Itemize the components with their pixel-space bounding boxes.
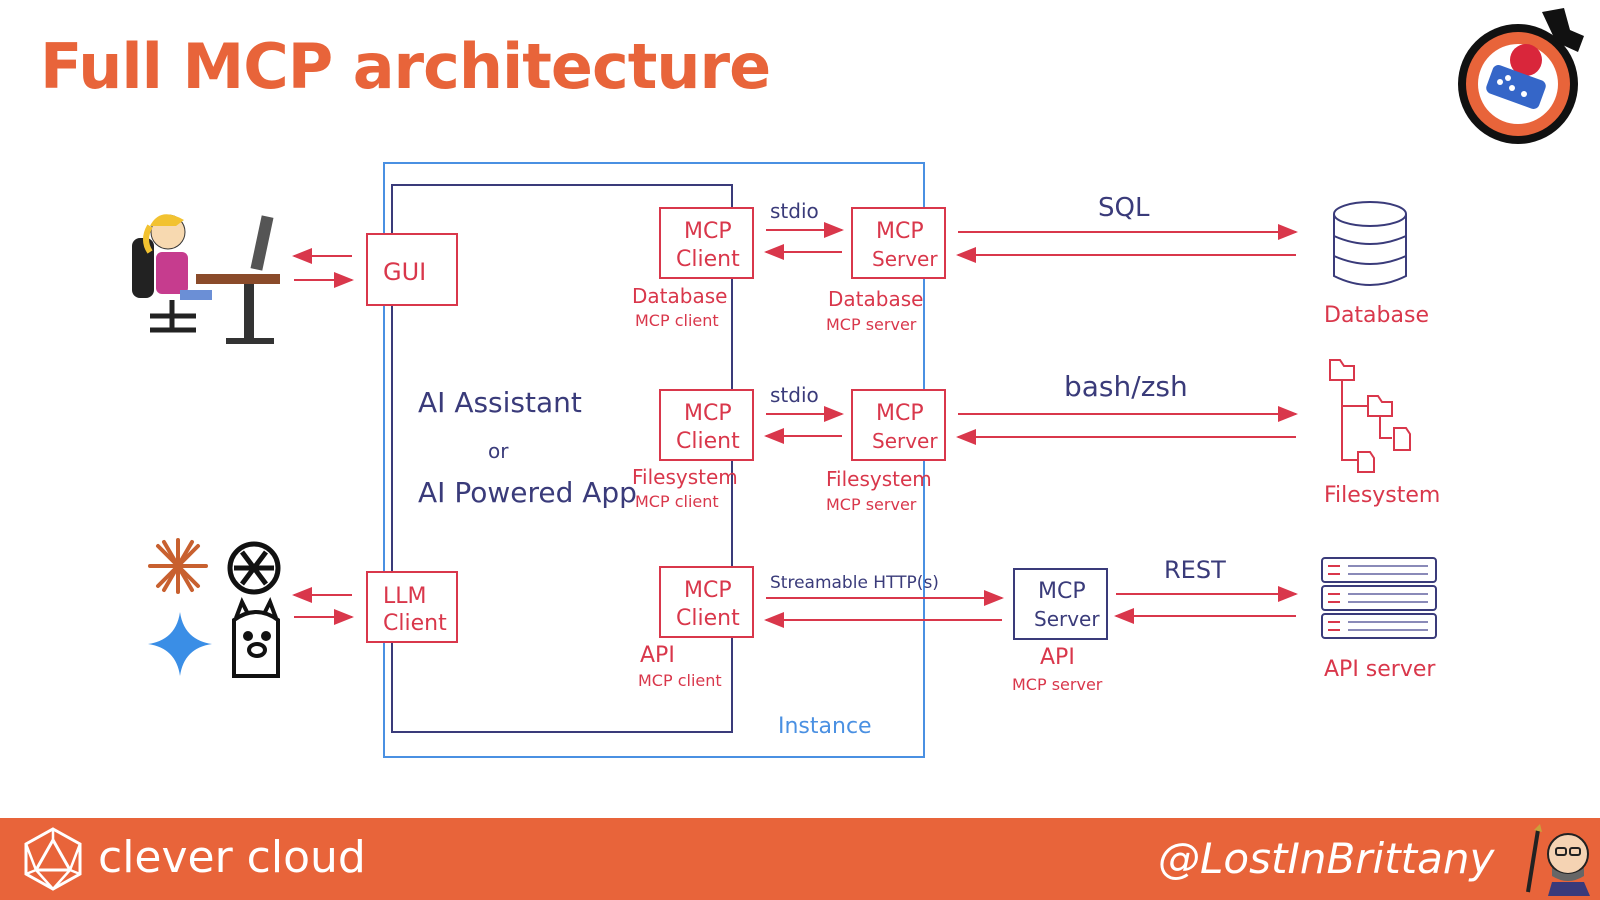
db-client-l1: MCP	[684, 219, 732, 244]
author-avatar-icon	[1526, 824, 1590, 896]
host-line3: AI Powered App	[418, 476, 637, 509]
claude-icon	[148, 538, 208, 594]
db-client-cap1: Database	[632, 284, 727, 308]
api-server-l1: MCP	[1038, 579, 1086, 604]
api-client-cap2: MCP client	[638, 671, 722, 690]
api-resource: API server	[1324, 657, 1436, 682]
footer-brand: clever cloud	[98, 832, 366, 883]
openai-icon	[227, 541, 281, 595]
db-client-cap2: MCP client	[635, 311, 719, 330]
fs-client-l1: MCP	[684, 401, 732, 426]
host-line2: or	[488, 439, 509, 463]
slide-title: Full MCP architecture	[40, 30, 771, 103]
row-database: MCP Client Database MCP client stdio MCP…	[632, 193, 1429, 334]
jug-summer-camp-badge	[1458, 8, 1584, 144]
fs-client-cap1: Filesystem	[632, 465, 738, 489]
person-at-computer-icon	[132, 214, 280, 344]
fs-transport: stdio	[770, 383, 819, 407]
api-client-l1: MCP	[684, 578, 732, 603]
llm-client-box: LLM Client	[366, 571, 458, 643]
fs-server-cap1: Filesystem	[826, 467, 932, 491]
footer-handle: @LostInBrittany	[1158, 834, 1495, 883]
llm-client-line1: LLM	[383, 584, 427, 609]
db-resource: Database	[1324, 303, 1429, 328]
fs-resource: Filesystem	[1324, 483, 1440, 508]
gui-label: GUI	[383, 258, 426, 286]
folder-tree-icon	[1329, 359, 1411, 473]
row-api: MCP Client API MCP client Streamable HTT…	[638, 556, 1437, 694]
api-server-cap1: API	[1040, 645, 1075, 670]
db-protocol: SQL	[1098, 193, 1150, 223]
db-server-l1: MCP	[876, 219, 924, 244]
fs-server-cap2: MCP server	[826, 495, 917, 514]
api-client-l2: Client	[676, 606, 740, 631]
ollama-icon	[232, 597, 280, 678]
gemini-icon	[148, 612, 212, 676]
fs-client-cap2: MCP client	[635, 492, 719, 511]
footer-bar: clever cloud @LostInBrittany	[0, 818, 1600, 900]
db-client-l2: Client	[676, 247, 740, 272]
host-line1: AI Assistant	[418, 386, 582, 419]
db-server-cap1: Database	[828, 287, 923, 311]
fs-server-l2: Server	[872, 429, 938, 453]
api-transport: Streamable HTTP(s)	[770, 573, 939, 593]
db-server-l2: Server	[872, 247, 938, 271]
api-server-l2: Server	[1034, 607, 1100, 631]
fs-client-l2: Client	[676, 429, 740, 454]
clever-cloud-logo-icon	[24, 827, 82, 891]
api-protocol: REST	[1164, 556, 1226, 584]
api-client-cap1: API	[640, 643, 675, 668]
fs-server-l1: MCP	[876, 401, 924, 426]
api-server-cap2: MCP server	[1012, 675, 1103, 694]
gui-box: GUI	[366, 233, 458, 306]
instance-label: Instance	[778, 714, 872, 739]
row-filesystem: MCP Client Filesystem MCP client stdio M…	[632, 359, 1440, 514]
db-server-cap2: MCP server	[826, 315, 917, 334]
server-rack-icon	[1321, 557, 1437, 639]
db-transport: stdio	[770, 199, 819, 223]
llm-client-line2: Client	[383, 611, 447, 636]
mcp-architecture-diagram: Instance AI Assistant or AI Powered App …	[132, 162, 1440, 758]
fs-protocol: bash/zsh	[1064, 370, 1188, 403]
database-icon	[1333, 201, 1407, 286]
